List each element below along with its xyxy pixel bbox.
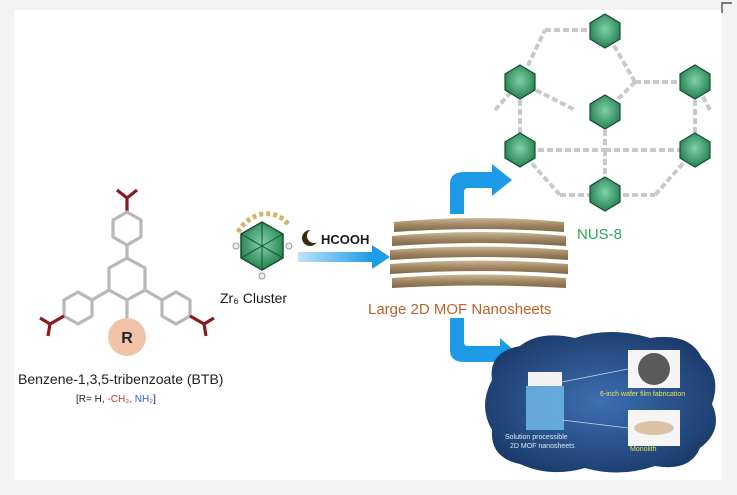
monolith-icon <box>634 421 674 435</box>
expand-icon[interactable] <box>719 0 737 14</box>
r-amine: NH₂ <box>132 394 154 405</box>
monolith-label: Monolith <box>630 446 657 453</box>
hcooh-label: HCOOH <box>321 232 370 247</box>
zr6-cluster <box>232 211 293 280</box>
nus8-label: NUS-8 <box>577 226 623 243</box>
btb-molecule <box>39 188 215 337</box>
wafer-icon <box>638 353 670 385</box>
r-methyl: -CH₃, <box>107 394 133 405</box>
r-prefix: [R= H, <box>76 394 108 405</box>
nanosheet-stack <box>390 218 568 288</box>
zr6-cluster-label: Zr₆ Cluster <box>220 290 288 306</box>
btb-name-label: Benzene-1,3,5-tribenzoate (BTB) <box>18 371 224 387</box>
r-group-circle <box>108 318 146 356</box>
applications-cloud <box>485 332 716 473</box>
r-substituents-label: [R= H, -CH₃, NH₂] <box>76 394 156 405</box>
r-suffix: ] <box>153 394 156 405</box>
reaction-arrow <box>298 245 390 269</box>
film-fabrication-label: 6-inch wafer film fabrication <box>600 391 686 398</box>
nanosheets-label: Large 2D MOF Nanosheets <box>368 301 552 318</box>
moon-icon <box>302 229 321 246</box>
nanosheets-solution-label: 2D MOF nanosheets <box>510 443 575 450</box>
r-group-label: R <box>121 330 133 347</box>
arrow-up-icon <box>450 164 512 214</box>
solution-processible-label: Solution processible <box>505 434 568 441</box>
nus8-framework <box>493 13 712 212</box>
